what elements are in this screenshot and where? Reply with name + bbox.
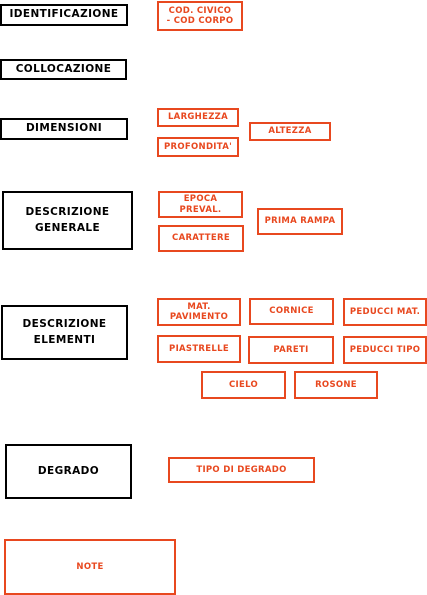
- attribute-larghezza: LARGHEZZA: [157, 108, 239, 127]
- attribute-prima-rampa: PRIMA RAMPA: [257, 208, 343, 235]
- category-collocazione: COLLOCAZIONE: [0, 59, 127, 80]
- category-descrizione-generale: DESCRIZIONE GENERALE: [2, 191, 133, 250]
- attribute-pareti: PARETI: [248, 336, 334, 364]
- attribute-epoca-preval: EPOCA PREVAL.: [158, 191, 243, 218]
- attribute-peducci-tipo: PEDUCCI TIPO: [343, 336, 427, 364]
- attribute-mat-pavimento: MAT. PAVIMENTO: [157, 298, 241, 326]
- category-degrado: DEGRADO: [5, 444, 132, 499]
- attribute-carattere: CARATTERE: [158, 225, 244, 252]
- attribute-rosone: ROSONE: [294, 371, 378, 399]
- attribute-tipo-di-degrado: TIPO DI DEGRADO: [168, 457, 315, 483]
- attribute-peducci-mat: PEDUCCI MAT.: [343, 298, 427, 326]
- attribute-cornice: CORNICE: [249, 298, 334, 325]
- attribute-cielo: CIELO: [201, 371, 286, 399]
- attribute-piastrelle: PIASTRELLE: [157, 335, 241, 363]
- attribute-cod-civico: COD. CIVICO - COD CORPO: [157, 1, 243, 31]
- attribute-altezza: ALTEZZA: [249, 122, 331, 141]
- attribute-note: NOTE: [4, 539, 176, 595]
- attribute-profondita: PROFONDITA': [157, 137, 239, 157]
- category-dimensioni: DIMENSIONI: [0, 118, 128, 140]
- category-identificazione: IDENTIFICAZIONE: [0, 4, 128, 26]
- category-descrizione-elementi: DESCRIZIONE ELEMENTI: [1, 305, 128, 360]
